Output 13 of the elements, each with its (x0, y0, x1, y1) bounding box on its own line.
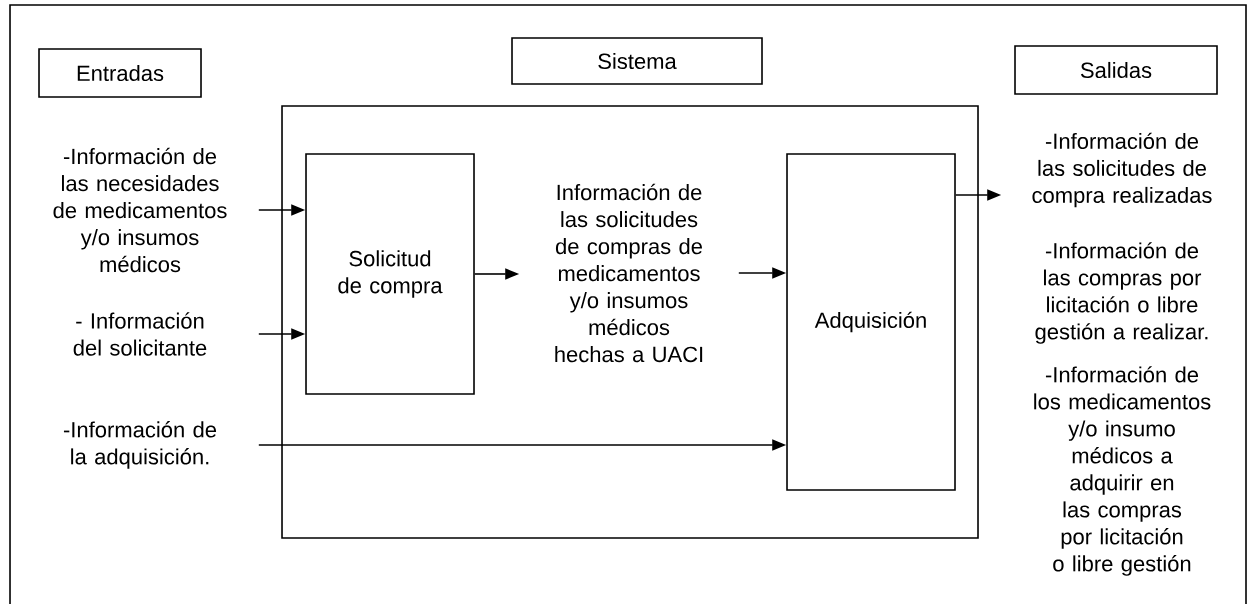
heading-box: Salidas (1014, 45, 1218, 95)
system-box (281, 105, 979, 539)
process-box: Solicitud de compra (305, 153, 475, 395)
output-text: -Información de los medicamentos y/o insumo médicos a adquirir en las compras por licitación o libre gestión (1034, 366, 1211, 576)
flow-text: -Información de las necesidades de medicamentos y/o insumos médicos (53, 147, 227, 273)
flow-text: -Información de las solicitudes de compra realizadas (1032, 132, 1212, 208)
flow-text: - Información del solicitante (73, 312, 207, 356)
output-text: -Información de las compras por licitación o libre gestión a realizar. (1035, 242, 1208, 344)
flow-text: Información de las solicitudes de compras de medicamentos y/o insumos médicos hechas a UACI (555, 183, 703, 363)
flow-text: -Información de la adquisición. (63, 421, 217, 469)
process-box: Adquisición (786, 153, 956, 491)
heading-box: Entradas (38, 48, 202, 98)
heading-box: Sistema (511, 37, 763, 85)
